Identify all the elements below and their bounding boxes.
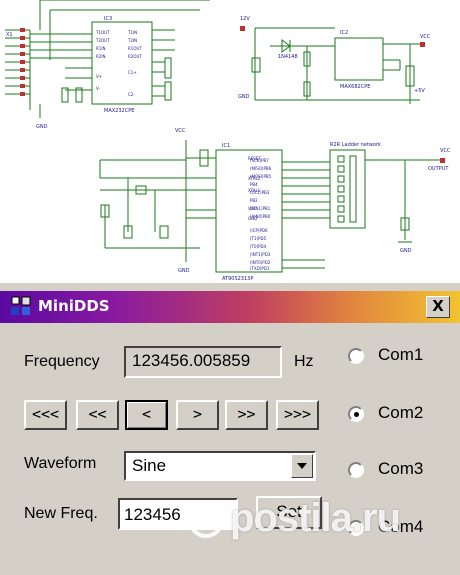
frequency-label: Frequency — [24, 353, 100, 370]
svg-text:(T0)PD4: (T0)PD4 — [250, 244, 267, 249]
svg-text:C1+: C1+ — [128, 70, 137, 75]
chevron-down-icon[interactable] — [291, 454, 313, 478]
schematic-image: X1 IC3 MAX232CPE IC2 MAX682CPE IC1 AT90S… — [0, 0, 460, 282]
newfreq-input[interactable] — [120, 500, 238, 530]
svg-text:T1OUT: T1OUT — [95, 30, 110, 35]
frequency-value: 123456.005859 — [132, 351, 251, 370]
close-button[interactable]: X — [426, 296, 450, 318]
step-up-1-button[interactable]: > — [176, 400, 219, 430]
radio-com1-label: Com1 — [378, 345, 424, 364]
svg-text:V+: V+ — [96, 74, 102, 79]
waveform-value: Sine — [132, 456, 167, 475]
step-down-3-button[interactable]: <<< — [24, 400, 67, 430]
svg-text:VCC: VCC — [175, 128, 186, 134]
radio-selected-icon[interactable] — [348, 406, 364, 422]
svg-text:(AIN0)PB0: (AIN0)PB0 — [250, 214, 271, 219]
title-bar[interactable]: MiniDDS X — [0, 291, 460, 323]
radio-com4-label: Com4 — [378, 517, 424, 536]
radio-com3-label: Com3 — [378, 459, 424, 478]
window-title: MiniDDS — [38, 297, 110, 315]
radio-com4[interactable]: Com4 — [348, 517, 458, 541]
radio-circle-icon[interactable] — [348, 520, 364, 536]
svg-text:XTAL2: XTAL2 — [248, 176, 261, 181]
svg-text:X1: X1 — [6, 32, 13, 38]
radio-circle-icon[interactable] — [348, 348, 364, 364]
svg-text:(AIN1)PB1: (AIN1)PB1 — [250, 206, 271, 211]
svg-text:RESET: RESET — [248, 156, 261, 161]
svg-text:R2IN: R2IN — [96, 54, 106, 59]
svg-text:R2R Ladder network: R2R Ladder network — [330, 142, 381, 148]
waveform-label: Waveform — [24, 455, 97, 472]
waveform-select[interactable]: Sine — [124, 451, 316, 481]
svg-text:GND: GND — [36, 124, 48, 130]
svg-text:MAX232CPE: MAX232CPE — [104, 108, 134, 114]
svg-text:(INT1)PD3: (INT1)PD3 — [250, 252, 271, 257]
radio-com3[interactable]: Com3 — [348, 459, 458, 483]
svg-text:T1IN: T1IN — [127, 30, 137, 35]
watermark-logo-icon — [188, 502, 224, 538]
svg-text:IC2: IC2 — [340, 30, 348, 36]
radio-com1[interactable]: Com1 — [348, 345, 458, 369]
svg-text:R1OUT: R1OUT — [128, 46, 142, 51]
app-icon — [11, 296, 31, 315]
svg-text:(TXD)PD1: (TXD)PD1 — [250, 266, 270, 271]
svg-text:+5V: +5V — [414, 88, 425, 94]
svg-text:(T1)PD5: (T1)PD5 — [250, 236, 267, 241]
svg-text:GND: GND — [248, 216, 257, 221]
svg-text:MAX682CPE: MAX682CPE — [340, 84, 370, 90]
svg-text:PB2: PB2 — [250, 198, 258, 203]
newfreq-label: New Freq. — [24, 505, 98, 522]
watermark-text: postila.ru — [230, 496, 401, 540]
step-up-2-button[interactable]: >> — [225, 400, 268, 430]
svg-text:(MISO)PB6: (MISO)PB6 — [250, 166, 272, 171]
set-button[interactable]: Set — [256, 496, 322, 529]
frequency-unit: Hz — [294, 353, 314, 370]
minidds-window: MiniDDS X Frequency 123456.005859 Hz <<<… — [0, 283, 460, 575]
svg-text:C2-: C2- — [128, 92, 135, 97]
svg-text:T2OUT: T2OUT — [95, 38, 110, 43]
svg-text:(SCK)PB7: (SCK)PB7 — [250, 158, 269, 163]
frequency-display: 123456.005859 — [124, 346, 282, 378]
svg-text:PB4: PB4 — [250, 182, 258, 187]
svg-text:AT90S2313P: AT90S2313P — [222, 276, 253, 282]
svg-text:GND: GND — [178, 268, 190, 274]
svg-text:(INT0)PD2: (INT0)PD2 — [250, 260, 271, 265]
step-down-1-button[interactable]: < — [125, 400, 168, 430]
svg-text:R1IN: R1IN — [96, 46, 106, 51]
radio-com2[interactable]: Com2 — [348, 403, 458, 427]
svg-text:GND: GND — [400, 248, 412, 254]
svg-text:(OC1)PB3: (OC1)PB3 — [250, 190, 270, 195]
svg-text:T2IN: T2IN — [127, 38, 137, 43]
svg-text:V-: V- — [96, 86, 101, 91]
svg-text:VCC: VCC — [440, 148, 451, 154]
svg-text:VCC: VCC — [248, 206, 257, 211]
radio-circle-icon[interactable] — [348, 462, 364, 478]
step-up-3-button[interactable]: >>> — [276, 400, 319, 430]
svg-text:VCC: VCC — [420, 34, 431, 40]
svg-text:1N4148: 1N4148 — [278, 54, 298, 60]
svg-text:(ICP)PD6: (ICP)PD6 — [250, 228, 268, 233]
radio-com2-label: Com2 — [378, 403, 424, 422]
svg-text:XTAL1: XTAL1 — [248, 188, 261, 193]
svg-text:R2OUT: R2OUT — [128, 54, 142, 59]
svg-text:12V: 12V — [240, 16, 250, 22]
svg-text:(MOSI)PB5: (MOSI)PB5 — [250, 174, 272, 179]
svg-text:OUTPUT: OUTPUT — [428, 166, 449, 172]
svg-text:IC3: IC3 — [104, 16, 112, 22]
svg-text:IC1: IC1 — [222, 143, 230, 149]
step-down-2-button[interactable]: << — [76, 400, 119, 430]
svg-text:GND: GND — [238, 94, 250, 100]
newfreq-input-box[interactable] — [118, 498, 238, 530]
